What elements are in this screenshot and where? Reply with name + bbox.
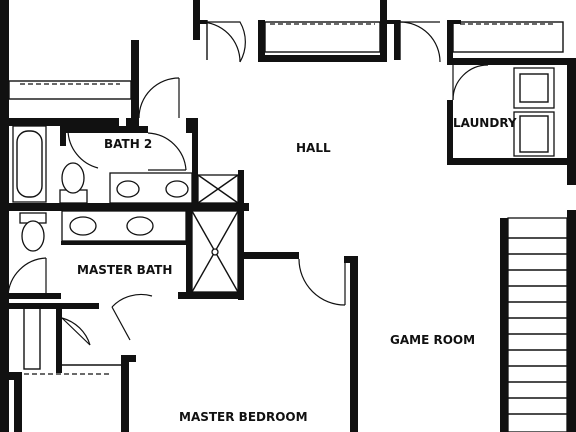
room-label-master-bedroom: MASTER BEDROOM	[179, 410, 308, 424]
room-label-master-bath: MASTER BATH	[77, 263, 172, 277]
toilet-icon	[19, 212, 47, 252]
room-label-laundry: LAUNDRY	[453, 116, 517, 130]
washer-dryer-icon	[513, 67, 555, 157]
room-labels: BATH 2 HALL LAUNDRY MASTER BATH GAME ROO…	[77, 116, 517, 424]
room-label-bath-2: BATH 2	[104, 137, 152, 151]
double-sink-vanity-icon	[61, 210, 187, 242]
room-label-game-room: GAME ROOM	[390, 333, 475, 347]
room-label-hall: HALL	[296, 141, 331, 155]
door-swings	[7, 21, 489, 346]
bathtub-icon	[12, 125, 47, 203]
double-sink-vanity-icon	[109, 172, 193, 204]
stairs-icon	[507, 217, 568, 432]
linen-closet-icon	[197, 174, 239, 204]
toilet-icon	[59, 162, 88, 204]
fixtures	[12, 67, 568, 432]
shower-icon	[191, 210, 239, 293]
closet-lines	[8, 20, 564, 375]
